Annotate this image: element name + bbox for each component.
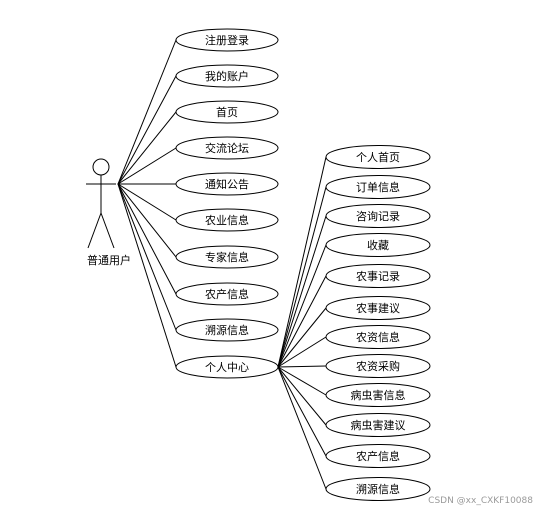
uc-personal-center-ellipse xyxy=(175,355,279,379)
uc-product-info-ellipse xyxy=(175,282,279,306)
uc-farm-advice-label: 农事建议 xyxy=(356,301,400,315)
uc-sub-trace-info: 溯源信息 xyxy=(325,477,431,501)
association-personal-center-uc-order-info xyxy=(277,186,327,368)
uc-register-login-ellipse xyxy=(175,28,279,52)
uc-favorites: 收藏 xyxy=(325,233,431,257)
uc-home-ellipse xyxy=(175,100,279,124)
uc-agri-info-label: 农业信息 xyxy=(205,213,249,227)
uc-expert-info-ellipse xyxy=(175,245,279,269)
association-personal-center-uc-pest-info xyxy=(277,366,327,396)
association-personal-center-uc-supply-purchase xyxy=(277,365,327,368)
association-actor-uc-agri-info xyxy=(117,183,177,221)
uc-order-info-label: 订单信息 xyxy=(356,180,400,194)
uc-agri-info: 农业信息 xyxy=(175,208,279,232)
association-personal-center-uc-farm-record xyxy=(277,275,327,368)
association-lines xyxy=(117,39,327,490)
actor-normal-user: 普通用户 xyxy=(86,158,131,267)
uc-personal-center-label: 个人中心 xyxy=(205,361,249,374)
uc-my-account-label: 我的账户 xyxy=(205,69,249,83)
uc-personal-home-ellipse xyxy=(325,145,431,169)
personal-center-use-cases: 个人首页订单信息咨询记录收藏农事记录农事建议农资信息农资采购病虫害信息病虫害建议… xyxy=(325,145,431,501)
uc-pest-advice: 病虫害建议 xyxy=(325,413,431,437)
uc-pest-advice-ellipse xyxy=(325,413,431,437)
uc-supply-info-ellipse xyxy=(325,325,431,349)
uc-pest-info-label: 病虫害信息 xyxy=(351,388,406,402)
uc-farm-record-ellipse xyxy=(325,264,431,288)
uc-sub-trace-info-label: 溯源信息 xyxy=(356,482,400,496)
association-personal-center-uc-favorites xyxy=(277,244,327,368)
uc-product-info-label: 农产信息 xyxy=(205,287,249,301)
uc-register-login-label: 注册登录 xyxy=(205,33,249,47)
association-actor-uc-product-info xyxy=(117,183,177,295)
uc-consult-record-label: 咨询记录 xyxy=(356,209,400,223)
uc-home: 首页 xyxy=(175,100,279,124)
actor-head xyxy=(92,158,110,176)
uc-consult-record-ellipse xyxy=(325,204,431,228)
uc-favorites-label: 收藏 xyxy=(367,238,389,252)
uc-forum-label: 交流论坛 xyxy=(205,141,249,155)
uc-supply-info: 农资信息 xyxy=(325,325,431,349)
uc-personal-home: 个人首页 xyxy=(325,145,431,169)
association-actor-uc-home xyxy=(117,111,177,185)
uc-supply-purchase: 农资采购 xyxy=(325,354,431,378)
uc-forum: 交流论坛 xyxy=(175,136,279,160)
association-personal-center-uc-sub-product-info xyxy=(277,366,327,457)
association-actor-uc-expert-info xyxy=(117,183,177,258)
uc-farm-record: 农事记录 xyxy=(325,264,431,288)
uc-trace-info: 溯源信息 xyxy=(175,318,279,342)
association-personal-center-uc-consult-record xyxy=(277,215,327,368)
uc-sub-product-info-ellipse xyxy=(325,444,431,468)
uc-supply-info-label: 农资信息 xyxy=(356,330,400,344)
association-actor-uc-personal-center xyxy=(117,183,177,368)
association-actor-uc-my-account xyxy=(117,75,177,185)
uc-personal-center: 个人中心 xyxy=(175,355,279,379)
uc-expert-info: 专家信息 xyxy=(175,245,279,269)
uc-pest-info: 病虫害信息 xyxy=(325,383,431,407)
actor-label: 普通用户 xyxy=(87,253,131,267)
uc-favorites-ellipse xyxy=(325,233,431,257)
association-actor-uc-forum xyxy=(117,147,177,185)
uc-notice-label: 通知公告 xyxy=(205,177,249,191)
uc-sub-product-info: 农产信息 xyxy=(325,444,431,468)
uc-expert-info-label: 专家信息 xyxy=(205,250,249,264)
uc-trace-info-ellipse xyxy=(175,318,279,342)
uc-notice: 通知公告 xyxy=(175,172,279,196)
uc-pest-info-ellipse xyxy=(325,383,431,407)
uc-my-account: 我的账户 xyxy=(175,64,279,88)
uc-farm-advice: 农事建议 xyxy=(325,296,431,320)
uc-farm-advice-ellipse xyxy=(325,296,431,320)
association-personal-center-uc-pest-advice xyxy=(277,366,327,426)
association-personal-center-uc-personal-home xyxy=(277,156,327,368)
uc-pest-advice-label: 病虫害建议 xyxy=(351,418,406,432)
uc-order-info: 订单信息 xyxy=(325,175,431,199)
uc-order-info-ellipse xyxy=(325,175,431,199)
uc-my-account-ellipse xyxy=(175,64,279,88)
uc-notice-ellipse xyxy=(175,172,279,196)
uc-sub-product-info-label: 农产信息 xyxy=(356,449,400,463)
actor-left-leg xyxy=(87,212,102,249)
uc-farm-record-label: 农事记录 xyxy=(356,269,400,283)
watermark: CSDN @xx_CXKF10088 xyxy=(428,496,533,506)
uc-personal-home-label: 个人首页 xyxy=(356,150,400,164)
uc-trace-info-label: 溯源信息 xyxy=(205,323,249,337)
association-personal-center-uc-sub-trace-info xyxy=(277,366,327,490)
uc-sub-trace-info-ellipse xyxy=(325,477,431,501)
uc-product-info: 农产信息 xyxy=(175,282,279,306)
uc-supply-purchase-ellipse xyxy=(325,354,431,378)
actor-right-leg xyxy=(100,212,115,249)
uc-register-login: 注册登录 xyxy=(175,28,279,52)
association-actor-uc-register-login xyxy=(117,39,177,185)
uc-supply-purchase-label: 农资采购 xyxy=(356,359,400,373)
uc-consult-record: 咨询记录 xyxy=(325,204,431,228)
uc-home-label: 首页 xyxy=(216,105,238,119)
uc-forum-ellipse xyxy=(175,136,279,160)
association-personal-center-uc-supply-info xyxy=(277,336,327,368)
association-actor-uc-trace-info xyxy=(117,183,177,331)
association-personal-center-uc-farm-advice xyxy=(277,307,327,368)
uc-agri-info-ellipse xyxy=(175,208,279,232)
